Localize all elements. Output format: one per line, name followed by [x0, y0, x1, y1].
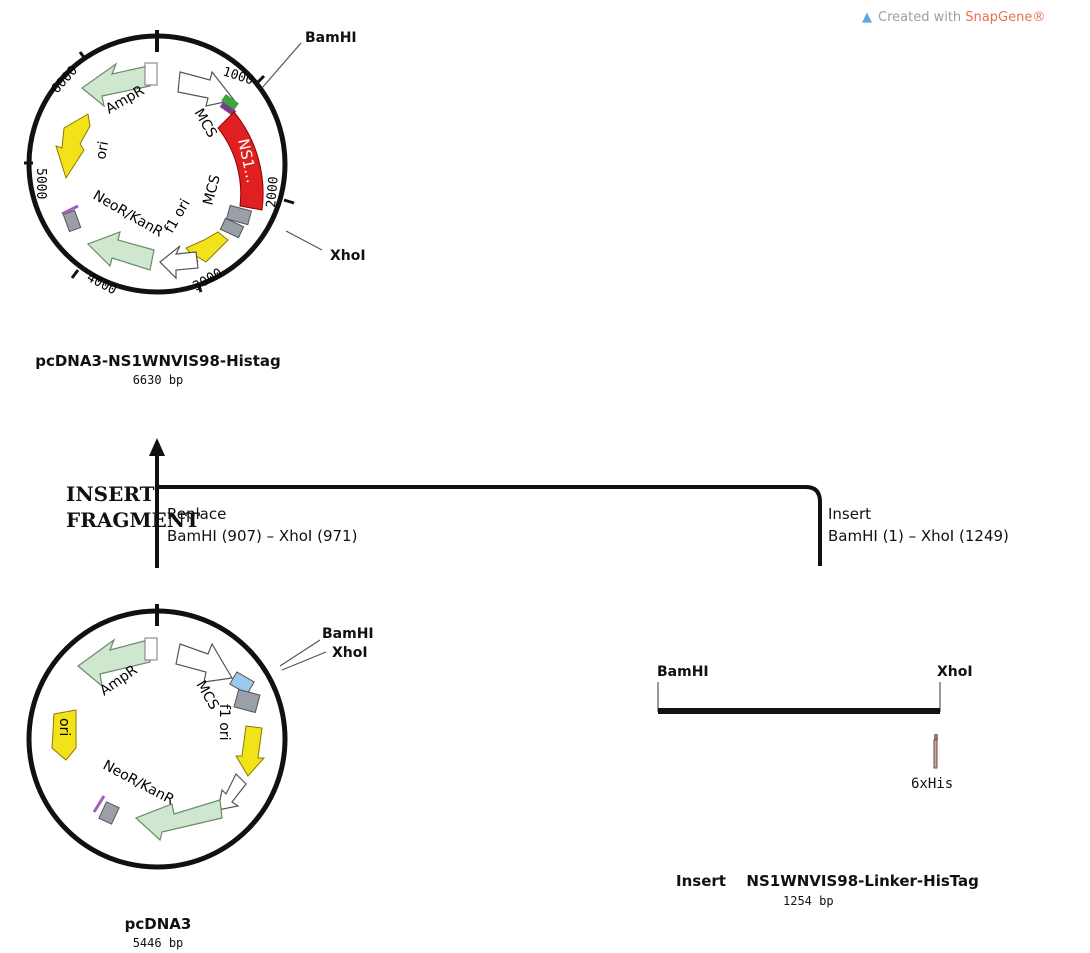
top-bamhi-leader — [261, 42, 302, 89]
watermark-brand: SnapGene® — [965, 10, 1046, 25]
insert-histag-mark-top — [934, 734, 938, 740]
replace-title: Replace — [167, 505, 227, 523]
connector-arrowhead — [149, 438, 165, 456]
top-promoter-arrow — [159, 245, 199, 280]
top-ns1-arrow — [217, 111, 264, 211]
top-tick-label-3000: 3000 — [191, 266, 226, 295]
replace-block: Replace BamHI (907) – XhoI (971) — [167, 503, 357, 547]
top-bamhi-label: BamHI — [305, 30, 357, 46]
top-tick-1000 — [254, 74, 266, 86]
watermark-prefix: Created with — [878, 10, 966, 25]
top-tick-label-1000: 1000 — [221, 65, 255, 89]
top-tick-4000 — [70, 269, 80, 279]
top-mcs-label-1: MCS — [191, 106, 220, 141]
top-tick-label-6000: 6000 — [49, 63, 81, 96]
top-plasmid-name: pcDNA3-NS1WNVIS98-Histag — [35, 352, 281, 370]
snapgene-watermark: ▲ Created with SnapGene® — [862, 10, 1045, 25]
top-mcs-arrow-1 — [177, 70, 236, 107]
top-ori-label: ori — [93, 140, 112, 161]
snapgene-logo-icon: ▲ — [862, 10, 872, 25]
bottom-neor-label: NeoR/KanR — [100, 757, 177, 808]
insert-block: Insert BamHI (1) – XhoI (1249) — [828, 503, 1009, 547]
operation-connector — [149, 438, 822, 568]
top-tick-3000 — [196, 282, 203, 293]
top-tick-label-4000: 4000 — [84, 270, 119, 298]
top-tick-6000 — [78, 51, 88, 61]
connector-branch — [157, 485, 822, 566]
top-mcs-label-2: MCS — [200, 173, 223, 207]
top-ampr-arrow — [81, 62, 151, 108]
bottom-xhoi-leader — [281, 651, 327, 671]
top-xhoi-leader — [285, 230, 323, 251]
top-grey-box — [62, 209, 82, 233]
bottom-neor-arrow — [134, 799, 223, 842]
insert-feature-label: 6xHis — [911, 776, 954, 792]
bottom-xhoi-label: XhoI — [332, 645, 368, 661]
top-xhoi-label: XhoI — [330, 248, 366, 264]
insert-caption-name: NS1WNVIS98-Linker-HisTag — [746, 872, 979, 890]
bottom-plasmid-map: AmpR ori MCS f1 ori NeoR/KanR — [26, 604, 327, 870]
top-neor-label: NeoR/KanR — [90, 188, 166, 241]
top-tick-label-5000: 5000 — [33, 168, 48, 199]
bottom-purple-mark — [92, 795, 106, 813]
replace-range: BamHI (907) – XhoI (971) — [167, 527, 358, 545]
bottom-ori-arrow — [51, 709, 77, 761]
top-tick-label-2000: 2000 — [264, 176, 282, 209]
bottom-plasmid-name: pcDNA3 — [124, 915, 192, 933]
insert-caption-size: 1254 bp — [783, 894, 834, 908]
insert-right-site: XhoI — [937, 664, 973, 680]
bottom-f1ori-arrow — [235, 725, 266, 777]
insert-caption-prefix: Insert — [676, 872, 726, 890]
operation-label: INSERT FRAGMENT — [66, 482, 200, 532]
bottom-f1ori-label: f1 ori — [216, 704, 232, 741]
top-band-green — [221, 94, 239, 110]
top-band-grey-1 — [225, 204, 253, 226]
bottom-band-grey — [233, 688, 261, 714]
bottom-promoter-arrow — [217, 772, 247, 811]
bottom-grey-box — [98, 801, 120, 825]
top-ori-arrow — [55, 113, 91, 180]
bottom-bamhi-label: BamHI — [322, 626, 374, 642]
top-purple-mark — [61, 204, 79, 216]
bottom-ampr-promoter — [144, 637, 158, 661]
insert-left-site: BamHI — [657, 664, 709, 680]
insert-range: BamHI (1) – XhoI (1249) — [828, 527, 1009, 545]
insert-histag-feature — [933, 739, 938, 769]
insert-linear-map — [657, 682, 941, 740]
bottom-mcs-arrow — [175, 642, 233, 683]
insert-title: Insert — [828, 505, 872, 523]
histag-bar — [933, 739, 938, 769]
top-plasmid-size: 6630 bp — [132, 373, 184, 387]
top-neor-arrow — [86, 231, 155, 271]
top-f1ori-label: f1 ori — [162, 196, 194, 236]
operation-label-line1: INSERT — [66, 482, 155, 506]
bottom-plasmid-size: 5446 bp — [132, 936, 184, 950]
top-plasmid-map: 1000 2000 3000 4000 5000 6000 AmpR ori M… — [24, 30, 323, 298]
bottom-ori-label: ori — [56, 718, 72, 736]
top-tick-2000 — [283, 198, 295, 205]
top-ampr-promoter — [144, 62, 158, 86]
bottom-ampr-arrow — [77, 638, 151, 688]
operation-label-line2: FRAGMENT — [66, 508, 200, 532]
insert-caption: Insert NS1WNVIS98-Linker-HisTag — [676, 872, 979, 890]
top-band-purple — [219, 101, 237, 117]
bottom-bamhi-leader — [279, 639, 321, 667]
top-band-grey-2 — [219, 217, 245, 239]
